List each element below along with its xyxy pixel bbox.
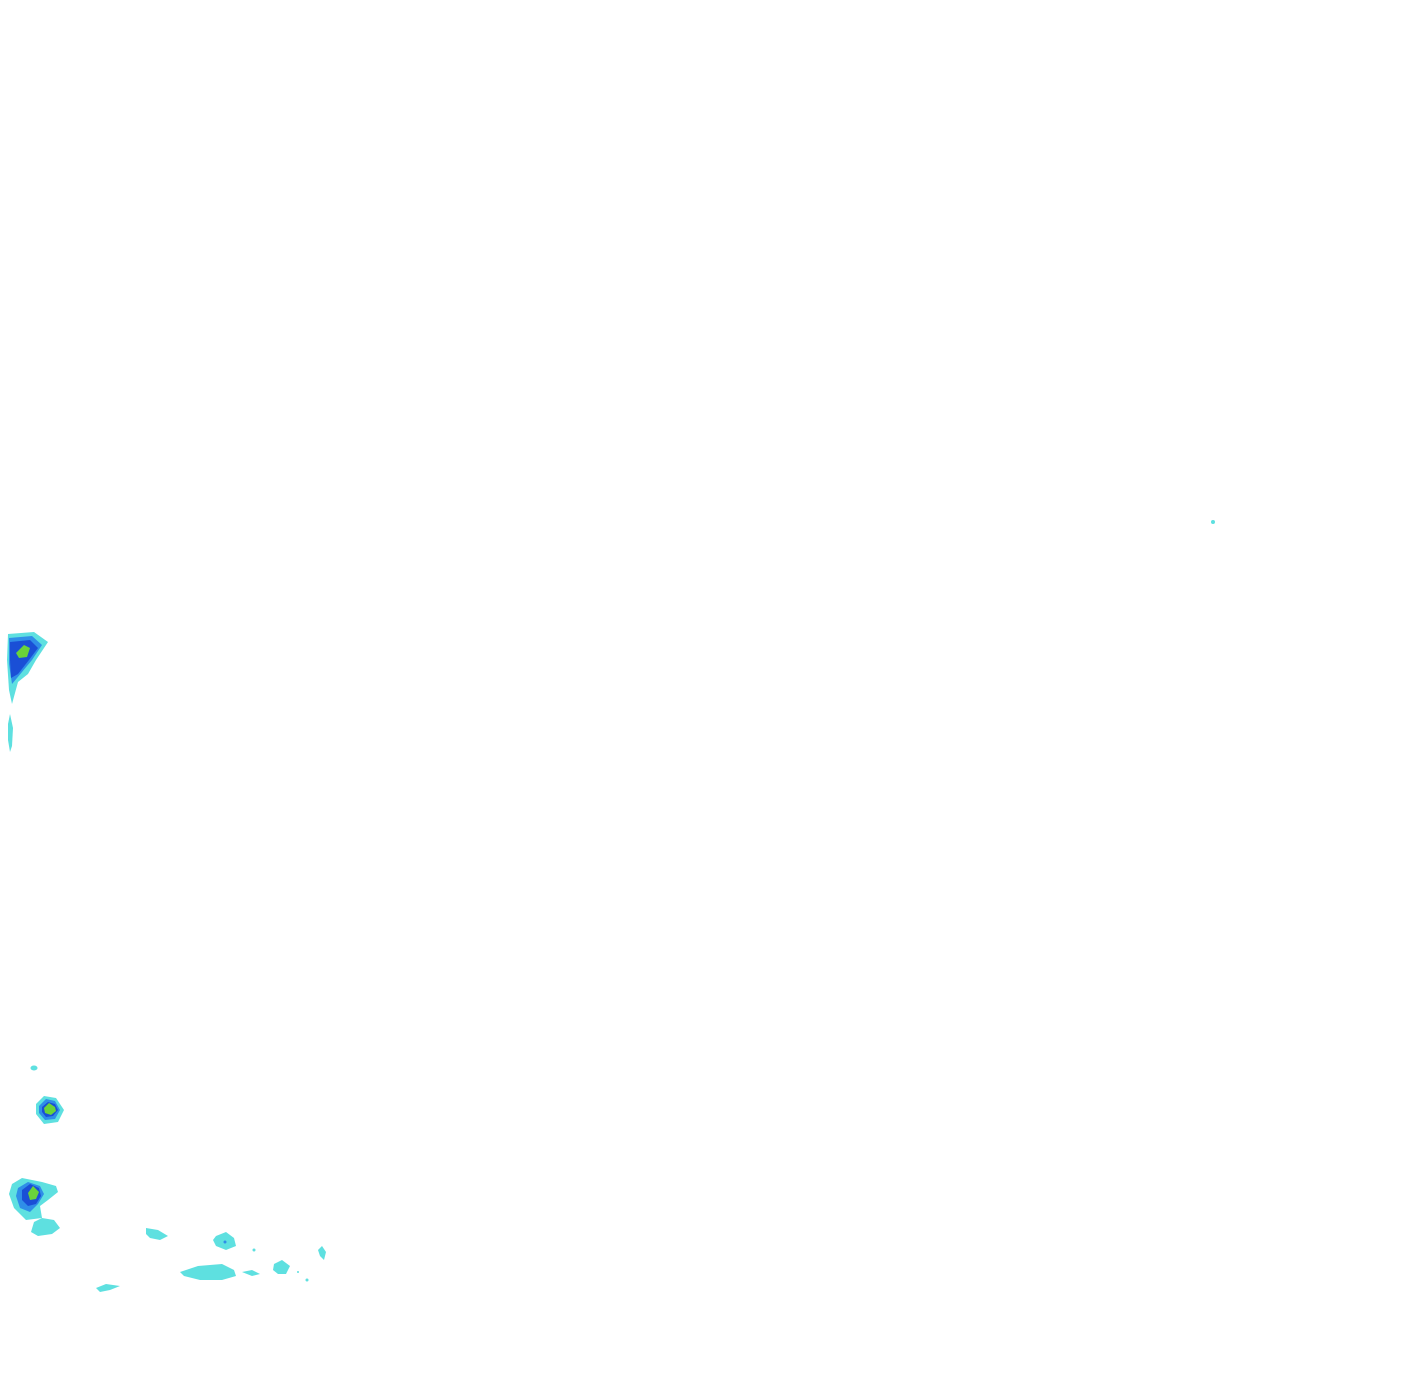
- blob-upper-left: [7, 632, 48, 704]
- speck-left: [30, 1065, 38, 1071]
- bottom-blob-8: [297, 1271, 299, 1273]
- bottom-blob-9: [305, 1278, 309, 1282]
- bottom-blob-2-dot: [223, 1240, 227, 1244]
- blob-lower-left-core: [28, 1186, 39, 1200]
- blob-upper-left-level3: [10, 640, 38, 678]
- bottom-blob-5: [180, 1264, 236, 1280]
- blob-upper-left-core: [16, 645, 30, 658]
- bottom-blob-6: [242, 1270, 260, 1276]
- bottom-blob-7: [273, 1260, 290, 1274]
- blob-middle-left-core: [44, 1103, 56, 1115]
- bottom-blob-4: [252, 1248, 256, 1252]
- bottom-blob-10: [96, 1284, 120, 1292]
- bottom-blob-3: [318, 1246, 326, 1260]
- blob-middle-left: [36, 1096, 64, 1124]
- speck-right: [1211, 520, 1215, 524]
- blob-lower-left: [9, 1178, 60, 1236]
- blob-lower-left-tail: [31, 1218, 60, 1236]
- scattered-bottom-blobs: [96, 1228, 326, 1292]
- blob-vertical-streak: [8, 714, 13, 752]
- bottom-blob-1: [146, 1228, 168, 1240]
